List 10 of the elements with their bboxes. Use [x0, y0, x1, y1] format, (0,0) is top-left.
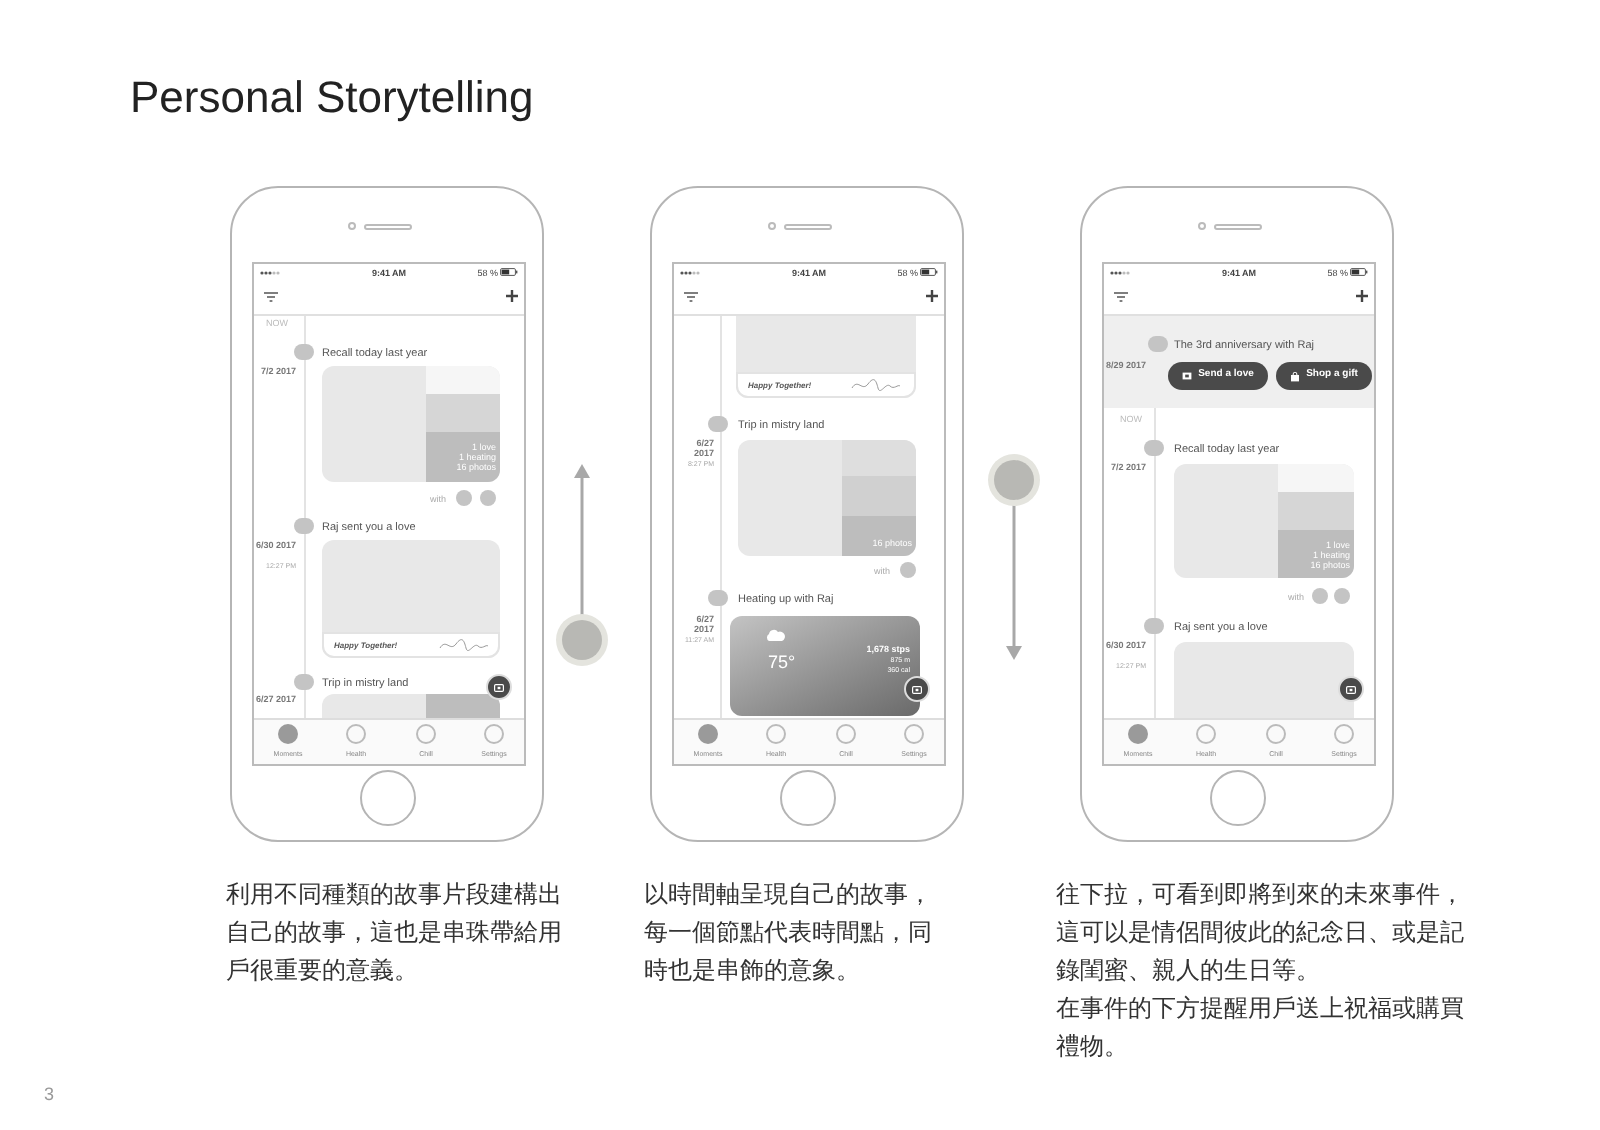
phone-frame	[230, 186, 544, 842]
phone-frame	[1080, 186, 1394, 842]
description-text: 在事件的下方提醒用戶送上祝福或購買禮物。	[1056, 992, 1466, 1064]
phone-frame	[650, 186, 964, 842]
description-text: 往下拉，可看到即將到來的未來事件，這可以是情侶間彼此的紀念日、或是記錄閨蜜、親人的生日等。	[1056, 878, 1466, 988]
temperature: 75°	[768, 652, 796, 673]
description-text: 利用不同種類的故事片段建構出自己的故事，這也是串珠帶給用戶很重要的意義。	[226, 878, 564, 988]
description-text: 以時間軸呈現自己的故事，每一個節點代表時間點，同時也是串飾的意象。	[644, 878, 934, 988]
page-title: Personal Storytelling	[130, 70, 534, 126]
page-number: 3	[44, 1082, 55, 1108]
